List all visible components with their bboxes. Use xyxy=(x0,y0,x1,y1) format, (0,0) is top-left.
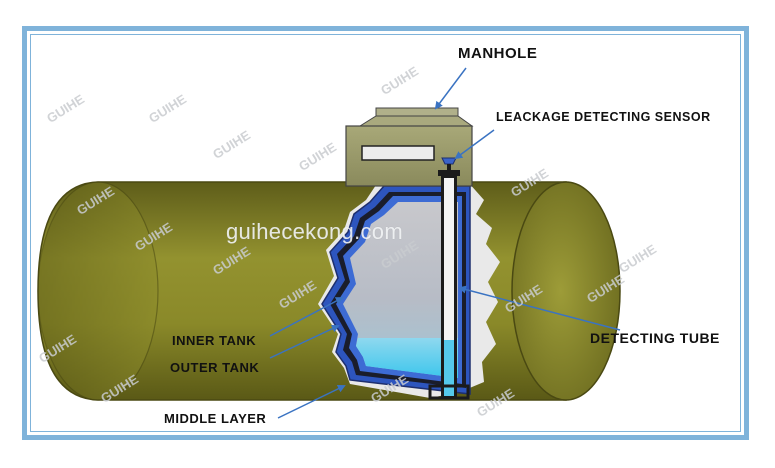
manhole-label: MANHOLE xyxy=(458,45,538,62)
sensor-arrow xyxy=(454,129,495,160)
leakage-sensor xyxy=(441,157,457,170)
middle-layer-arrow xyxy=(277,385,346,419)
detecting-tube-arrow xyxy=(458,285,621,331)
inner-tank-arrow xyxy=(269,297,344,337)
detecting-tube-label: DETECTING TUBE xyxy=(590,330,720,346)
outer-tank-label: OUTER TANK xyxy=(170,360,260,375)
outer-tank-arrow xyxy=(269,324,340,359)
detecting-tube xyxy=(428,170,470,400)
inner-tank-label: INNER TANK xyxy=(172,333,257,348)
inner-frame xyxy=(30,34,741,432)
callout-arrows xyxy=(269,67,621,419)
tank-end-cap xyxy=(511,181,621,401)
leakage-sensor-label: LEACKAGE DETECTING SENSOR xyxy=(496,110,711,124)
middle-layer-label: MIDDLE LAYER xyxy=(164,411,267,426)
tank-cutaway xyxy=(318,182,500,398)
manhole-arrow xyxy=(434,67,467,110)
site-watermark: guihecekong.com xyxy=(226,219,403,244)
